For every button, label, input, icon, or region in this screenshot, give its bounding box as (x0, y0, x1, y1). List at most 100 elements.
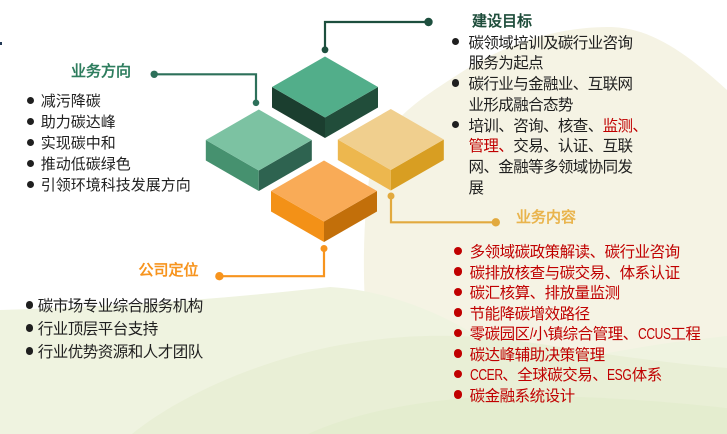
bullet-dot (453, 308, 463, 317)
section-title-company-positioning: 公司定位 (138, 262, 199, 279)
list-item: 多领域碳政策解读、碳行业咨询 (453, 241, 701, 262)
cube-right-face (390, 139, 444, 191)
section-title-business-direction: 业务方向 (71, 62, 132, 80)
list-item-line: 碳领域培训及碳行业咨询 (469, 31, 648, 52)
list-item-text: 展 (468, 179, 485, 197)
list-item-text: 碳汇核算、排放量监测 (469, 285, 621, 302)
bullet-dot (452, 79, 460, 87)
connector-business-content (387, 192, 500, 227)
connector-endpoint-dot (424, 17, 433, 27)
list-item-text: 业形成融合态势 (468, 96, 574, 114)
section-title-business-content: 业务内容 (516, 208, 577, 226)
connector-endpoint-dot (321, 46, 329, 54)
list-item: 培训、咨询、核查、监测、管理、交易、认证、互联网、金融等多领域协同发展 (452, 114, 648, 197)
list-item-line: 服务为起点 (469, 52, 648, 73)
connector-line (323, 20, 429, 50)
cube-left-face (272, 87, 325, 138)
list-item-text: 碳领域培训及碳行业咨询 (468, 34, 634, 52)
latin-text-run: ESG (607, 367, 632, 384)
list-item-text: 零碳园区/小镇综合管理、CCUS工程 (469, 326, 701, 343)
bullet-dot (453, 267, 463, 276)
list-item-line: 展 (469, 176, 648, 197)
connector-business-direction (150, 70, 260, 107)
bullet-dot (452, 37, 460, 46)
list-item: CCER、全球碳交易、ESG体系 (453, 364, 701, 385)
list-item-text: CCER、全球碳交易、ESG体系 (469, 367, 663, 384)
list-item-line: 网、金融等多领域协同发 (469, 156, 648, 177)
cube-right-tan (337, 109, 444, 191)
list-item-text: 碳排放核查与碳交易、体系认证 (469, 264, 681, 282)
list-item-line: 节能降碳增效路径 (470, 302, 701, 323)
list-item: 碳领域培训及碳行业咨询服务为起点 (452, 31, 648, 73)
list-item-text: 推动低碳绿色 (40, 155, 131, 173)
connector-company-positioning (215, 245, 328, 281)
list-item: 减污降碳 (26, 90, 191, 111)
connector-endpoint-dot (491, 218, 500, 227)
cube-top-green (272, 56, 378, 138)
bullet-dot (453, 369, 463, 379)
list-item: 实现碳中和 (26, 132, 191, 153)
list-item-line: CCER、全球碳交易、ESG体系 (470, 364, 701, 385)
bullet-dot (25, 301, 34, 309)
connector-endpoint-dot (387, 192, 395, 200)
highlighted-text: 管理、 (468, 138, 514, 156)
bullet-dot (25, 324, 34, 332)
list-item: 行业优势资源和人才团队 (25, 340, 204, 363)
cube-top-face (337, 109, 444, 170)
list-item-line: 零碳园区/小镇综合管理、CCUS工程 (470, 323, 701, 344)
cube-left-green (205, 109, 312, 191)
green-wave-deep (308, 396, 727, 434)
list-item-line: 碳汇核算、排放量监测 (470, 282, 701, 303)
list-item: 助力碳达峰 (26, 111, 191, 132)
list-item-line: 引领环境科技发展方向 (41, 174, 191, 195)
connector-construction-goals (321, 17, 433, 54)
list-item-line: 多领域碳政策解读、碳行业咨询 (470, 241, 701, 262)
cube-left-face (271, 191, 324, 242)
bullet-dot (26, 139, 34, 147)
latin-text-run: CCER (469, 367, 503, 384)
list-item-text: 网、金融等多领域协同发 (468, 159, 634, 177)
bullet-dot (453, 287, 463, 297)
list-item-text: 节能降碳增效路径 (469, 305, 591, 323)
list-item-text: 碳行业与金融业、互联网 (468, 76, 634, 94)
cube-right-face (258, 140, 312, 191)
list-item-line: 碳排放核查与碳交易、体系认证 (470, 261, 701, 282)
list-item-text: 行业顶层平台支持 (37, 320, 159, 338)
list-item-line: 培训、咨询、核查、监测、 (469, 114, 648, 135)
list-item-line: 碳达峰辅助决策管理 (470, 343, 701, 364)
list-item-line: 助力碳达峰 (41, 111, 191, 132)
list-item-line: 行业优势资源和人才团队 (38, 340, 204, 363)
cube-top-face (272, 56, 378, 118)
section-title-construction-goals: 建设目标 (472, 13, 533, 30)
list-item-text: 培训、咨询、核查、 (468, 117, 604, 135)
bullet-dot (26, 118, 34, 126)
list-item-text: 碳市场专业综合服务机构 (37, 297, 204, 315)
list-item-text: 碳达峰辅助决策管理 (469, 346, 606, 364)
connector-endpoint-dot (320, 245, 328, 252)
bullet-dot (452, 120, 460, 129)
connector-endpoint-dot (252, 99, 260, 107)
list-item-line: 业形成融合态势 (469, 93, 648, 114)
list-item-line: 碳金融系统设计 (470, 384, 701, 405)
connector-line (219, 251, 326, 278)
bullet-dot (453, 328, 463, 338)
list-business-content: 多领域碳政策解读、碳行业咨询碳排放核查与碳交易、体系认证碳汇核算、排放量监测节能… (453, 241, 701, 405)
list-item: 碳达峰辅助决策管理 (453, 343, 701, 364)
list-item-line: 行业顶层平台支持 (38, 316, 203, 339)
list-item-line: 管理、交易、认证、互联 (469, 135, 648, 156)
list-item: 引领环境科技发展方向 (26, 174, 191, 195)
list-item: 推动低碳绿色 (26, 153, 191, 174)
list-item-text: 减污降碳 (40, 93, 101, 111)
list-item-text: 助力碳达峰 (40, 114, 116, 132)
list-item: 行业顶层平台支持 (25, 316, 203, 339)
list-item-text: 碳金融系统设计 (469, 387, 576, 405)
cube-top-face (205, 109, 312, 171)
cube-right-face (324, 191, 377, 242)
edge-artifact-dot (0, 42, 2, 45)
latin-text-run: / (529, 326, 533, 343)
list-item-text: 服务为起点 (468, 55, 544, 73)
cube-right-face (325, 87, 378, 138)
list-item-text: 多领域碳政策解读、碳行业咨询 (469, 244, 681, 261)
bullet-dot (453, 349, 463, 358)
